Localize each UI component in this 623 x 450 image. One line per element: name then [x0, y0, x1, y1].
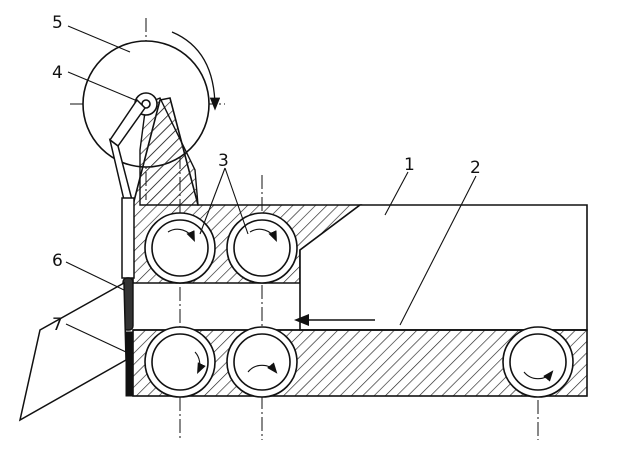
rotation-arrow: [171, 31, 221, 111]
output-chute: [18, 281, 127, 422]
label-6: 6: [52, 251, 63, 271]
link-rods: [108, 98, 146, 279]
upper-rollers: [144, 212, 298, 284]
roller-rotation-arrows: [167, 228, 554, 382]
label-3: 3: [218, 151, 229, 171]
knife-blade: [125, 331, 134, 397]
leader-lines: [65, 25, 477, 353]
label-1: 1: [404, 155, 415, 175]
housing: [299, 204, 588, 331]
support-arm: [139, 97, 199, 206]
label-4: 4: [52, 63, 63, 83]
label-5: 5: [52, 13, 63, 33]
label-2: 2: [470, 158, 481, 178]
label-7: 7: [52, 315, 63, 335]
